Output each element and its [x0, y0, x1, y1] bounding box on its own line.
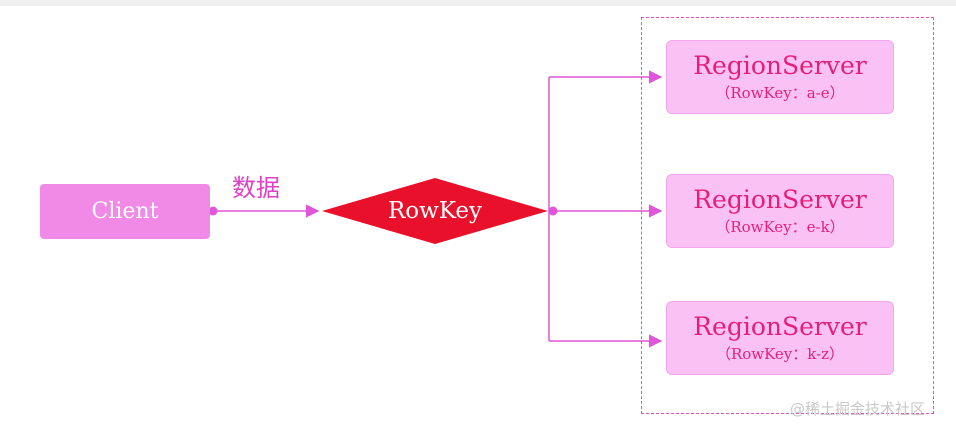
watermark-text: @稀土掘金技术社区: [790, 400, 926, 418]
rowkey-diamond: [322, 178, 548, 244]
rowkey-label: RowKey: [387, 198, 483, 224]
region-server-range: （RowKey：e-k）: [715, 218, 845, 236]
region-server-2: RegionServer （RowKey：e-k）: [666, 174, 894, 248]
data-edge-label: 数据: [232, 174, 280, 202]
client-edge-dot: [208, 206, 218, 216]
region-server-1: RegionServer （RowKey：a-e）: [666, 40, 894, 114]
region-server-range: （RowKey：k-z）: [715, 345, 845, 363]
top-strip: [0, 0, 956, 6]
region-server-group: [641, 17, 934, 414]
region-server-3: RegionServer （RowKey：k-z）: [666, 301, 894, 375]
client-label: Client: [91, 199, 159, 224]
region-server-title: RegionServer: [693, 51, 867, 80]
rowkey-node: RowKey: [322, 178, 548, 244]
region-server-range: （RowKey：a-e）: [715, 84, 845, 102]
region-server-title: RegionServer: [693, 185, 867, 214]
client-node: Client: [40, 184, 210, 239]
region-server-title: RegionServer: [693, 312, 867, 341]
